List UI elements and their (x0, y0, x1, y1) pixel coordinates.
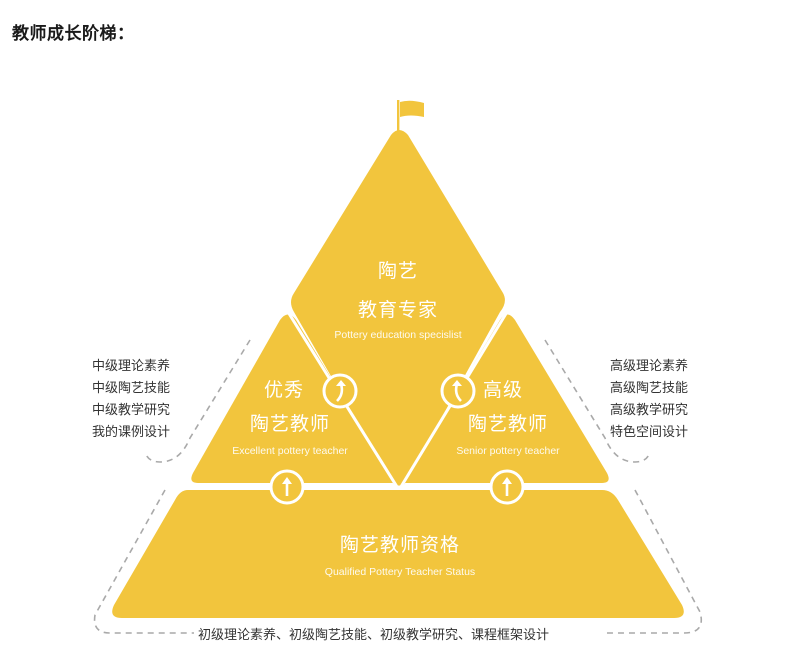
level-top-en: Pottery education specislist (334, 329, 462, 341)
level-base-en: Qualified Pottery Teacher Status (324, 566, 476, 578)
side-note-left-item: 中级教学研究 (92, 403, 171, 418)
side-note-right-item: 特色空间设计 (610, 425, 689, 440)
side-note-right-item: 高级陶艺技能 (610, 381, 689, 396)
flag-icon (397, 100, 424, 132)
side-note-right-item: 高级理论素养 (610, 359, 689, 374)
level-right-cn-line1: 高级 (483, 379, 524, 401)
arrow-up-curved-right-icon (322, 373, 358, 409)
level-base-label: 陶艺教师资格 Qualified Pottery Teacher Status (250, 530, 550, 578)
side-note-right-item: 高级教学研究 (610, 403, 689, 418)
side-notes-bottom: 初级理论素养、初级陶艺技能、初级教学研究、课程框架设计 (194, 624, 554, 643)
side-note-left-item: 中级理论素养 (92, 359, 171, 374)
level-base-shape (112, 490, 684, 618)
arrow-up-icon (269, 469, 305, 505)
level-top-label: 陶艺 教育专家 Pottery education specislist (300, 256, 496, 341)
dashed-bracket-lines (93, 339, 703, 634)
level-left-cn-line1: 优秀 (264, 379, 305, 401)
level-left-shape (191, 314, 394, 483)
side-note-left-item: 我的课例设计 (92, 425, 171, 440)
level-base-cn: 陶艺教师资格 (339, 534, 460, 556)
level-right-label: 高级 陶艺教师 Senior pottery teacher (428, 375, 588, 457)
level-left-label: 优秀 陶艺教师 Excellent pottery teacher (210, 375, 370, 457)
side-note-left-item: 中级陶艺技能 (92, 381, 171, 396)
page-title: 教师成长阶梯： (12, 24, 135, 44)
level-right-en: Senior pottery teacher (456, 445, 560, 457)
arrow-up-curved-left-icon (440, 373, 476, 409)
level-top-cn-line1: 陶艺 (377, 260, 418, 282)
level-left-cn-line2: 陶艺教师 (249, 413, 330, 435)
level-left-en: Excellent pottery teacher (232, 445, 348, 457)
arrow-up-icon (489, 469, 525, 505)
level-right-shape (404, 314, 609, 483)
side-notes-right: 高级理论素养 高级陶艺技能 高级教学研究 特色空间设计 (610, 356, 688, 444)
level-right-cn-line2: 陶艺教师 (467, 413, 548, 435)
level-top-cn-line2: 教育专家 (357, 299, 438, 321)
side-notes-left: 中级理论素养 中级陶艺技能 中级教学研究 我的课例设计 (92, 356, 170, 444)
